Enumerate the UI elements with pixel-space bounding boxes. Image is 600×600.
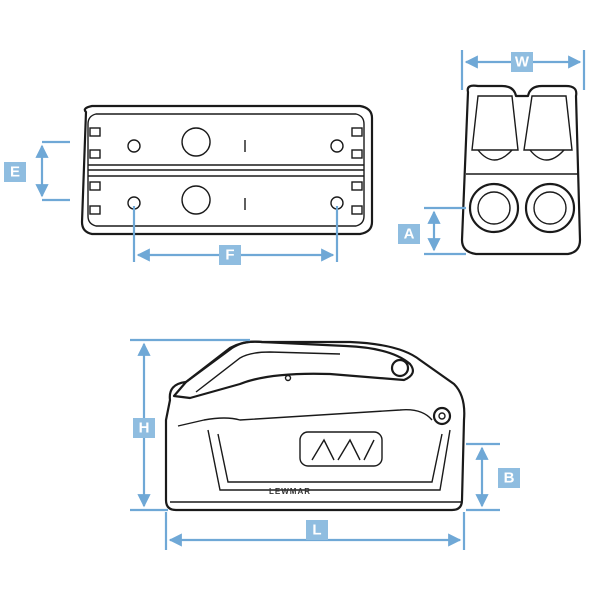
dimension-b-label: B — [504, 470, 515, 487]
brand-label: LEWMAR — [269, 487, 311, 496]
dimension-a-label: A — [404, 226, 415, 243]
front-view — [460, 84, 582, 256]
dimension-h-label: H — [139, 420, 150, 437]
side-view: LEWMAR — [164, 340, 466, 512]
dimension-h: H — [130, 338, 250, 512]
dimension-l-label: L — [312, 522, 321, 539]
dimension-f-label: F — [225, 247, 234, 264]
dimension-b: B — [466, 442, 520, 512]
dimension-e: E — [4, 140, 70, 202]
dimension-e-label: E — [10, 164, 20, 181]
dimension-w: W — [460, 50, 586, 90]
dimension-f: F — [132, 206, 339, 265]
dimension-w-label: W — [515, 54, 530, 71]
dimension-a: A — [398, 206, 466, 256]
top-view — [80, 104, 374, 236]
dimension-l: L — [164, 512, 466, 550]
